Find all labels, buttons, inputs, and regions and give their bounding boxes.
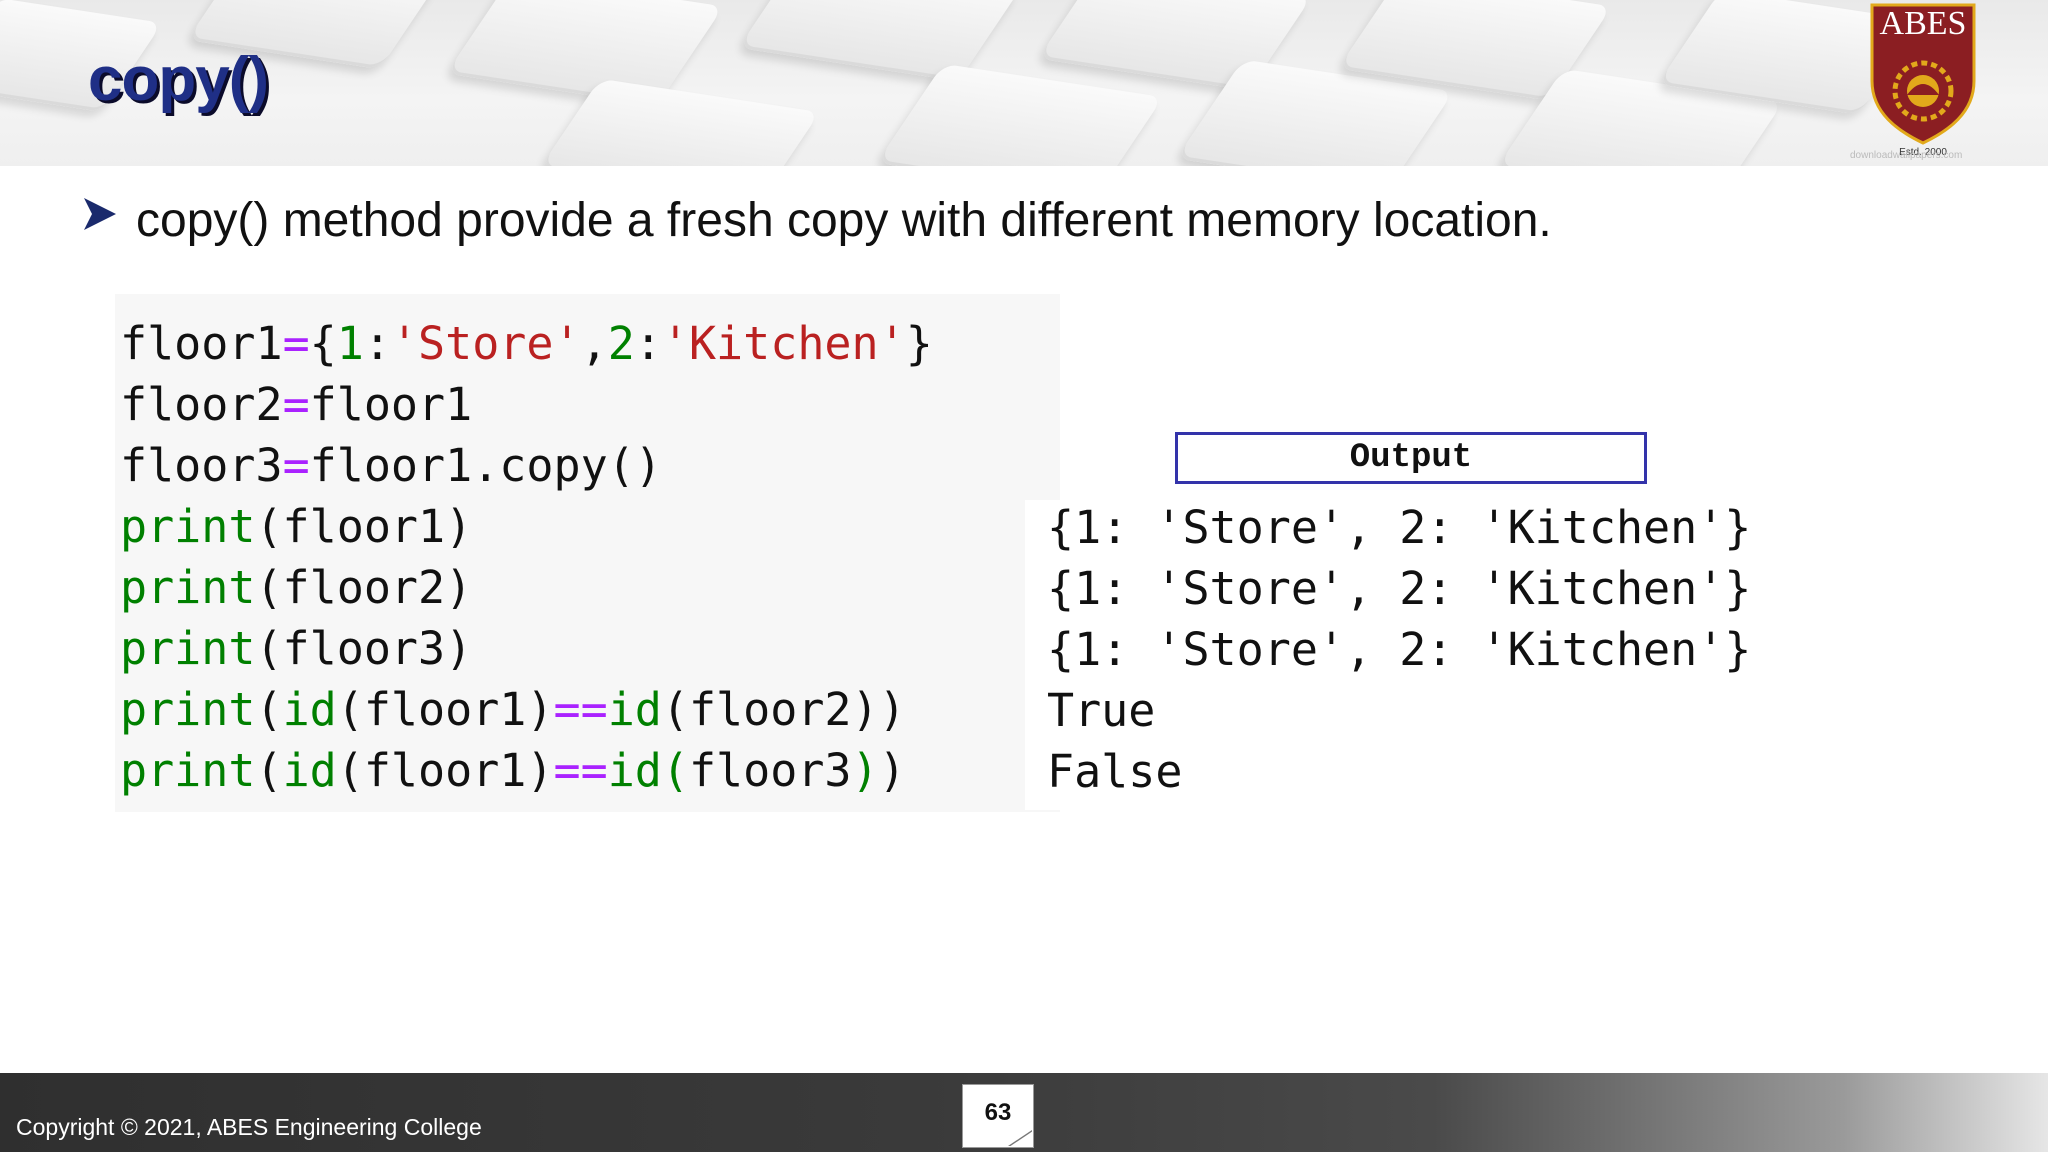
page-number: 63 [984, 1099, 1012, 1126]
code-token: == [553, 683, 608, 736]
keyboard-key-decoration [446, 0, 724, 106]
code-line: floor2=floor1 [120, 375, 472, 435]
abes-logo: ABES [1868, 3, 1978, 145]
page-curl-icon [1009, 1131, 1033, 1147]
keyboard-key-decoration [876, 63, 1164, 166]
bullet-point: copy() method provide a fresh copy with … [82, 188, 1552, 254]
page-number-box: 63 [962, 1084, 1034, 1148]
watermark-text: downloadwallpapers.com [1850, 150, 1963, 161]
code-token: 2 [607, 317, 635, 370]
code-token: floor1 [309, 378, 473, 431]
code-token: = [282, 439, 310, 492]
header-banner [0, 0, 2048, 166]
code-token: (floor1) [336, 744, 554, 797]
code-line: print(floor2) [120, 558, 472, 618]
code-token: print [120, 500, 256, 553]
code-line: print(floor1) [120, 497, 472, 557]
code-line: floor1={1:'Store',2:'Kitchen'} [120, 314, 933, 374]
code-line: print(id(floor1)==id(floor2)) [120, 680, 906, 740]
output-line: True [1047, 684, 1156, 737]
code-token: floor3 [120, 439, 283, 492]
code-token: (floor3) [255, 622, 473, 675]
code-token: ( [255, 683, 283, 736]
output-label: Output [1349, 439, 1473, 477]
code-token: (floor1) [255, 500, 473, 553]
output-label-box: Output [1175, 432, 1647, 484]
code-token: : [634, 317, 662, 370]
copyright-text: Copyright © 2021, ABES Engineering Colle… [16, 1114, 482, 1140]
code-token: 1 [336, 317, 364, 370]
code-token: floor3 [688, 744, 852, 797]
code-token: floor2 [120, 378, 283, 431]
code-block [115, 294, 1060, 812]
output-line: {1: 'Store', 2: 'Kitchen'} [1047, 562, 1752, 615]
code-token: print [120, 744, 256, 797]
code-token: print [120, 622, 256, 675]
code-token: floor1.copy() [309, 439, 662, 492]
code-token: (floor2) [255, 561, 473, 614]
slide-title: copy() [88, 45, 269, 114]
code-line: floor3=floor1.copy() [120, 436, 662, 496]
bullet-text: copy() method provide a fresh copy with … [136, 194, 1552, 247]
code-token: } [905, 317, 933, 370]
code-token: id [282, 683, 337, 736]
code-line: print(id(floor1)==id(floor3)) [120, 741, 906, 801]
code-token: 'Kitchen' [661, 317, 906, 370]
code-token: id [607, 744, 662, 797]
code-token: { [309, 317, 337, 370]
code-token: 'Store' [390, 317, 581, 370]
code-token: id [282, 744, 337, 797]
code-token: ( [255, 744, 283, 797]
code-token: = [282, 317, 310, 370]
code-token: floor1 [120, 317, 283, 370]
output-area [1025, 500, 1805, 810]
code-token: ) [878, 744, 906, 797]
code-token: = [282, 378, 310, 431]
code-token: (floor1) [336, 683, 554, 736]
code-token: , [580, 317, 608, 370]
code-token: : [363, 317, 391, 370]
code-token: ) [851, 744, 879, 797]
code-token: == [553, 744, 608, 797]
code-token: print [120, 561, 256, 614]
code-token: id [607, 683, 662, 736]
code-token: print [120, 683, 256, 736]
code-token: (floor2)) [661, 683, 906, 736]
shield-icon [1870, 3, 1976, 145]
logo-text: ABES [1879, 5, 1967, 42]
logo-established: Estd. 2000 [1899, 147, 1947, 158]
code-line: print(floor3) [120, 619, 472, 679]
output-line: {1: 'Store', 2: 'Kitchen'} [1047, 501, 1752, 554]
output-line: {1: 'Store', 2: 'Kitchen'} [1047, 623, 1752, 676]
arrow-bullet-icon [84, 198, 116, 230]
code-token: ( [661, 744, 689, 797]
output-line: False [1047, 745, 1183, 798]
